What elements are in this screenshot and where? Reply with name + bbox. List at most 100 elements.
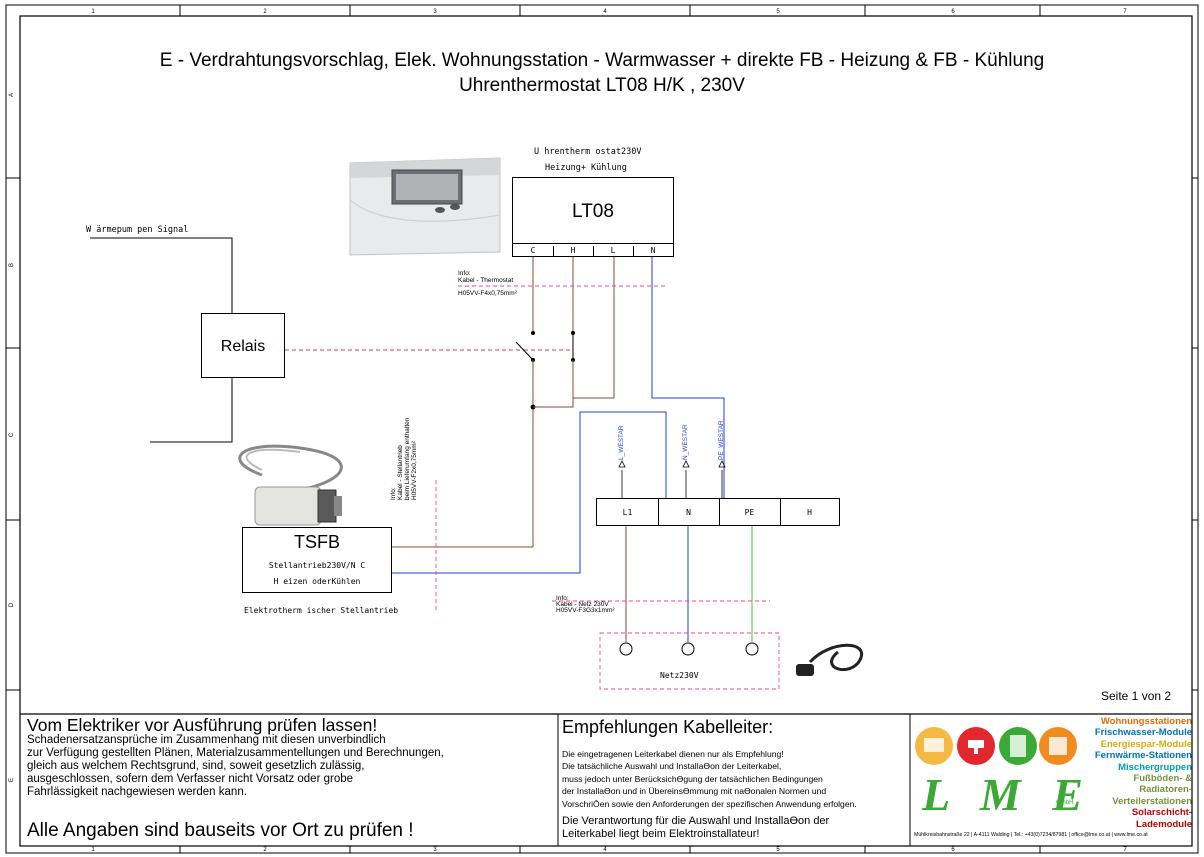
row-label: C — [9, 432, 15, 437]
heatpump-signal-wire-bottom — [150, 378, 233, 443]
warning-bottom: Alle Angaben sind bauseits vor Ort zu pr… — [27, 820, 414, 841]
lme-logo-text: L M E — [922, 769, 1093, 820]
wire-n-thermostat — [651, 256, 725, 498]
power-cord-image — [796, 643, 864, 676]
column-ticks: 1 1 2 2 3 3 4 4 5 5 6 6 7 7 — [91, 5, 1127, 853]
info-actuator-1: Info: — [390, 487, 397, 500]
info-actuator: Info: Kabel - Stellantrieb beim Lieferum… — [390, 418, 418, 500]
info-mains-2: Kabel - Netz 230V — [556, 601, 609, 608]
column-label: 2 — [263, 9, 267, 15]
thermostat-caption-2: Heizung+ Kühlung — [545, 163, 627, 173]
recommendation-title: Empfehlungen Kabelleiter: — [562, 717, 774, 737]
column-label: 6 — [951, 9, 955, 15]
column-label: 6 — [951, 847, 955, 853]
column-label: 3 — [433, 9, 437, 15]
warning-line: Fahrlässigkeit nachgewiesen werden kann. — [27, 786, 247, 798]
wire-label-n: N_WESTAR — [682, 424, 689, 460]
info-thermostat-3: H05VV-F4x0,75mm² — [458, 290, 517, 297]
recommendation-bottom-1: Die Verantwortung für die Auswahl und In… — [562, 815, 830, 827]
product-category: Fernwärme-Stationen — [1094, 750, 1192, 762]
heatpump-signal-label: W ärmepum pen Signal — [86, 225, 189, 235]
thermostat-caption-1: U hrentherm ostat230V — [534, 147, 642, 157]
lme-logo-gmbh: GmbH — [1056, 800, 1074, 806]
station-terminal-n: N — [686, 508, 691, 517]
product-category: Solarschicht-Lademodule — [1131, 807, 1192, 830]
heatpump-signal-wire-top — [90, 237, 233, 313]
info-thermostat-2: Kabel - Thermostat — [458, 277, 514, 284]
column-label: 5 — [776, 847, 780, 853]
station-terminal-l1: L1 — [622, 508, 633, 517]
actuator-box: TSFB Stellantrieb230V/N C H eizen oderKü… — [242, 527, 392, 593]
row-label: D — [9, 602, 15, 607]
column-label: 1 — [91, 847, 95, 853]
actuator-image — [238, 444, 343, 526]
product-category: Verteilerstationen — [1112, 795, 1192, 807]
product-category: Energiespar-Module — [1100, 738, 1192, 750]
warning-line: Schadenersatzansprüche im Zusammenhang m… — [27, 734, 386, 746]
info-mains-1: Info: — [556, 595, 569, 602]
column-label: 4 — [603, 9, 607, 15]
recommendation-line: Die eingetragenen Leiterkabel dienen nur… — [562, 749, 784, 759]
recommendation-bottom-2: Leiterkabel liegt beim Elektroinstallate… — [562, 828, 760, 840]
recommendation-line: Die tatsächliche Auswahl und InstallaƟon… — [562, 761, 782, 772]
page-number: Seite 1 von 2 — [1101, 689, 1172, 703]
relais-box: Relais — [201, 313, 285, 378]
row-label: E — [9, 778, 15, 782]
warning-title: Vom Elektriker vor Ausführung prüfen las… — [27, 715, 378, 735]
column-label: 7 — [1123, 847, 1127, 853]
info-actuator-2: Kabel - Stellantrieb — [397, 445, 404, 500]
product-category: Wohnungsstationen — [1100, 716, 1192, 727]
thermostat-model: LT08 — [572, 201, 614, 222]
info-actuator-3: beim Lieferumfang enthalten — [404, 417, 411, 500]
warning-line: gleich aus welchem Rechtsgrund, sind, so… — [27, 760, 365, 772]
terminal-l: L — [593, 246, 634, 257]
wire-label-pe: PE_WESTAR — [718, 420, 725, 460]
info-mains-3: H05VV-F3G3x1mm² — [556, 607, 615, 614]
product-category: Frischwasser-Module — [1094, 727, 1192, 739]
actuator-line2: H eizen oderKühlen — [273, 577, 361, 586]
warning-text: Schadenersatzansprüche im Zusammenhang m… — [27, 734, 444, 799]
station-terminal-strip: L1 N PE H — [596, 498, 840, 526]
row-label: A — [9, 93, 15, 97]
station-terminal-h: H — [807, 508, 812, 517]
column-label: 4 — [603, 847, 607, 853]
actuator-blue-wire — [392, 411, 667, 574]
relay-contact-1 — [515, 341, 534, 361]
terminal-c: C — [513, 246, 554, 257]
inner-frame — [19, 15, 1193, 847]
company-address: Mühlkreisbahnstraße 22 | A-4111 Walding … — [914, 832, 1148, 838]
column-label: 1 — [91, 9, 95, 15]
relais-label: Relais — [220, 338, 266, 355]
column-label: 5 — [776, 9, 780, 15]
outer-frame — [5, 4, 1199, 854]
recommendation-line: muss jedoch unter BerücksichƟgung der ta… — [562, 773, 823, 784]
product-category: Fußböden- & Radiatoren- — [1133, 773, 1192, 796]
mains-label: Netz230V — [660, 671, 699, 680]
recommendation-line: VorschriŌen sowie den Anforderungen der … — [562, 798, 857, 809]
diagram-title-line1: E - Verdrahtungsvorschlag, Elek. Wohnung… — [159, 50, 1045, 71]
column-label: 3 — [433, 847, 437, 853]
station-terminal-pe: PE — [744, 508, 755, 517]
warning-line: ausgeschlossen, sofern dem Verfasser nic… — [27, 773, 354, 785]
actuator-line1: Stellantrieb230V/N C — [268, 561, 366, 570]
recommendation-text: Die eingetragenen Leiterkabel dienen nur… — [562, 748, 857, 810]
mains-box — [599, 632, 780, 690]
column-label: 7 — [1123, 9, 1127, 15]
lme-logo-graphic — [915, 727, 1077, 765]
warning-line: zur Verfügung gestellten Plänen, Materia… — [27, 747, 444, 759]
terminal-h: H — [553, 246, 594, 257]
actuator-name: TSFB — [293, 532, 340, 552]
thermostat-box: LT08 — [512, 177, 674, 244]
column-label: 2 — [263, 847, 267, 853]
thermostat-terminal-strip: C H L N — [512, 243, 674, 257]
terminal-n: N — [650, 246, 656, 255]
actuator-caption: Elektrotherm ischer Stellantrieb — [244, 606, 399, 615]
thermostat-device-image — [349, 157, 501, 256]
product-category: Mischergruppen — [1118, 761, 1192, 773]
diagram-title-line2: Uhrenthermostat LT08 H/K , 230V — [459, 75, 745, 96]
info-thermostat-1: Info: — [458, 270, 471, 277]
